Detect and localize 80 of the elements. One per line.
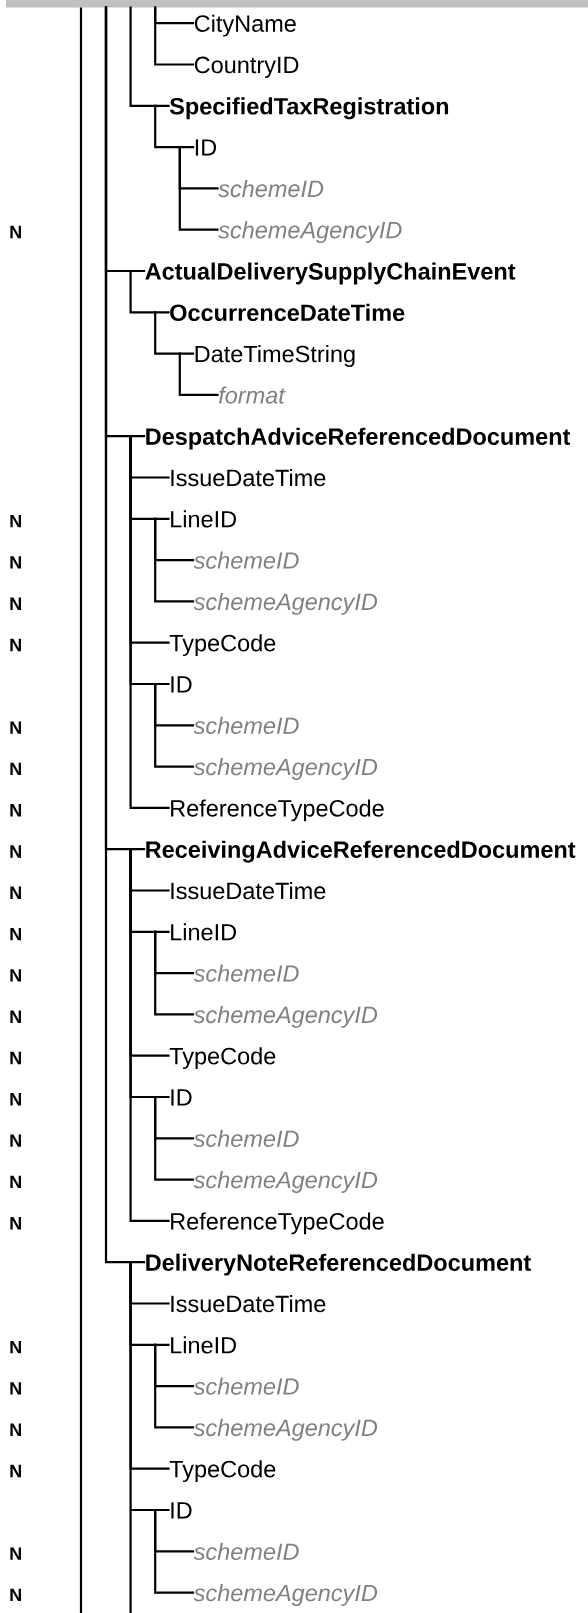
attribute-label: schemeAgencyID <box>193 758 378 780</box>
element-label: DeliveryNoteReferencedDocument <box>146 1253 531 1276</box>
flag-letter: N <box>10 1382 21 1395</box>
tree-connector <box>154 682 195 768</box>
tree-connector <box>154 517 195 603</box>
attribute-label: schemeID <box>193 1129 299 1148</box>
element-label: ActualDeliverySupplyChainEvent <box>145 262 516 285</box>
element-label: ReceivingAdviceReferencedDocument <box>146 840 576 863</box>
attribute-label: schemeID <box>218 179 324 198</box>
flag-letter: N <box>10 514 21 528</box>
tree-connector <box>129 269 170 314</box>
tree-connector <box>154 1508 195 1594</box>
element-label: SpecifiedTaxRegistration <box>169 97 449 120</box>
tree-connector <box>154 6 195 66</box>
flag-letter: N <box>10 638 21 652</box>
element-label: TypeCode <box>169 1047 276 1070</box>
attribute-label: schemeID <box>193 1377 299 1395</box>
flag-letter: N <box>10 762 21 776</box>
tree-connector <box>129 848 170 1222</box>
flag-letter: N <box>10 1051 21 1065</box>
attribute-label: schemeID <box>193 551 299 569</box>
flag-letter: N <box>10 845 21 858</box>
attribute-label: schemeAgencyID <box>218 221 402 244</box>
tree-connector <box>178 352 219 396</box>
element-label: ID <box>171 1502 192 1519</box>
flag-letter: N <box>10 556 21 569</box>
element-label: IssueDateTime <box>171 469 326 487</box>
element-label: ReferenceTypeCode <box>171 1212 384 1235</box>
flag-letter: N <box>10 721 21 734</box>
element-label: LineID <box>171 1336 236 1354</box>
element-label: IssueDateTime <box>171 1295 326 1313</box>
attribute-label: schemeID <box>193 1542 299 1561</box>
tree-connector <box>154 1095 195 1181</box>
attribute-label: schemeID <box>193 716 299 735</box>
flag-letter: N <box>10 1340 21 1354</box>
attribute-label: schemeID <box>193 964 299 982</box>
element-label: TypeCode <box>169 1460 276 1483</box>
tree-connector <box>129 1261 170 1512</box>
tree-connector <box>154 104 195 149</box>
flag-letter: N <box>10 1588 21 1602</box>
element-label: ReferenceTypeCode <box>171 799 384 822</box>
flag-letter: N <box>10 1464 21 1478</box>
element-label: ID <box>171 676 192 693</box>
tree-connector <box>154 930 195 1016</box>
element-label: IssueDateTime <box>171 882 326 900</box>
flag-letter: N <box>10 225 21 239</box>
element-label: ID <box>195 139 217 156</box>
element-label: ID <box>171 1089 192 1106</box>
flag-letter: N <box>10 1175 21 1189</box>
attribute-label: schemeAgencyID <box>193 592 378 615</box>
attribute-label: schemeAgencyID <box>193 1171 378 1193</box>
tree-connector <box>178 146 219 231</box>
element-label: OccurrenceDateTime <box>170 303 405 322</box>
tree-connector <box>154 311 195 355</box>
flag-letter: N <box>10 804 21 817</box>
tree-connector <box>104 6 146 1264</box>
element-label: DateTimeString <box>195 345 355 367</box>
attribute-label: schemeAgencyID <box>193 1418 378 1441</box>
flag-letter: N <box>10 927 21 941</box>
flag-letter: N <box>10 886 21 899</box>
flag-letter: N <box>10 1423 21 1436</box>
element-label: DespatchAdviceReferencedDocument <box>146 427 571 450</box>
element-label: CountryID <box>194 56 299 78</box>
tree-connector <box>129 435 170 809</box>
tree-connector <box>129 6 170 107</box>
element-label: LineID <box>171 923 236 941</box>
flag-letter: N <box>10 1010 21 1023</box>
element-label: LineID <box>171 510 236 528</box>
flag-letter: N <box>10 597 21 610</box>
attribute-label: schemeAgencyID <box>193 1584 378 1606</box>
attribute-label: format <box>219 386 286 404</box>
flag-letter: N <box>10 1217 21 1230</box>
flag-letter: N <box>10 1134 21 1147</box>
tree-connector <box>154 1343 195 1429</box>
flag-letter: N <box>10 1093 21 1106</box>
attribute-label: schemeAgencyID <box>193 1005 378 1028</box>
flag-letter: N <box>10 1547 21 1560</box>
element-label: CityName <box>194 14 296 37</box>
flag-letter: N <box>10 969 21 982</box>
element-label: TypeCode <box>169 634 276 657</box>
